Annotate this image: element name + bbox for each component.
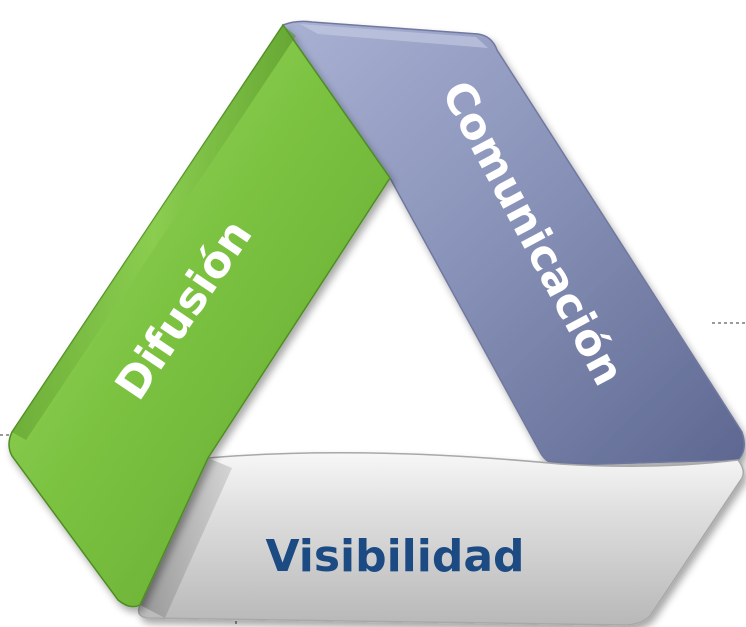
segment-difusion-edge: [12, 25, 296, 440]
segment-visibilidad-band: [137, 451, 745, 626]
segment-visibilidad: [137, 451, 745, 626]
label-visibilidad: Visibilidad: [265, 531, 524, 582]
segment-visibilidad-fold: [140, 458, 232, 618]
segment-comunicacion-highlight: [300, 24, 488, 48]
segment-difusion-band: [8, 23, 391, 608]
segment-difusion: [8, 23, 391, 608]
